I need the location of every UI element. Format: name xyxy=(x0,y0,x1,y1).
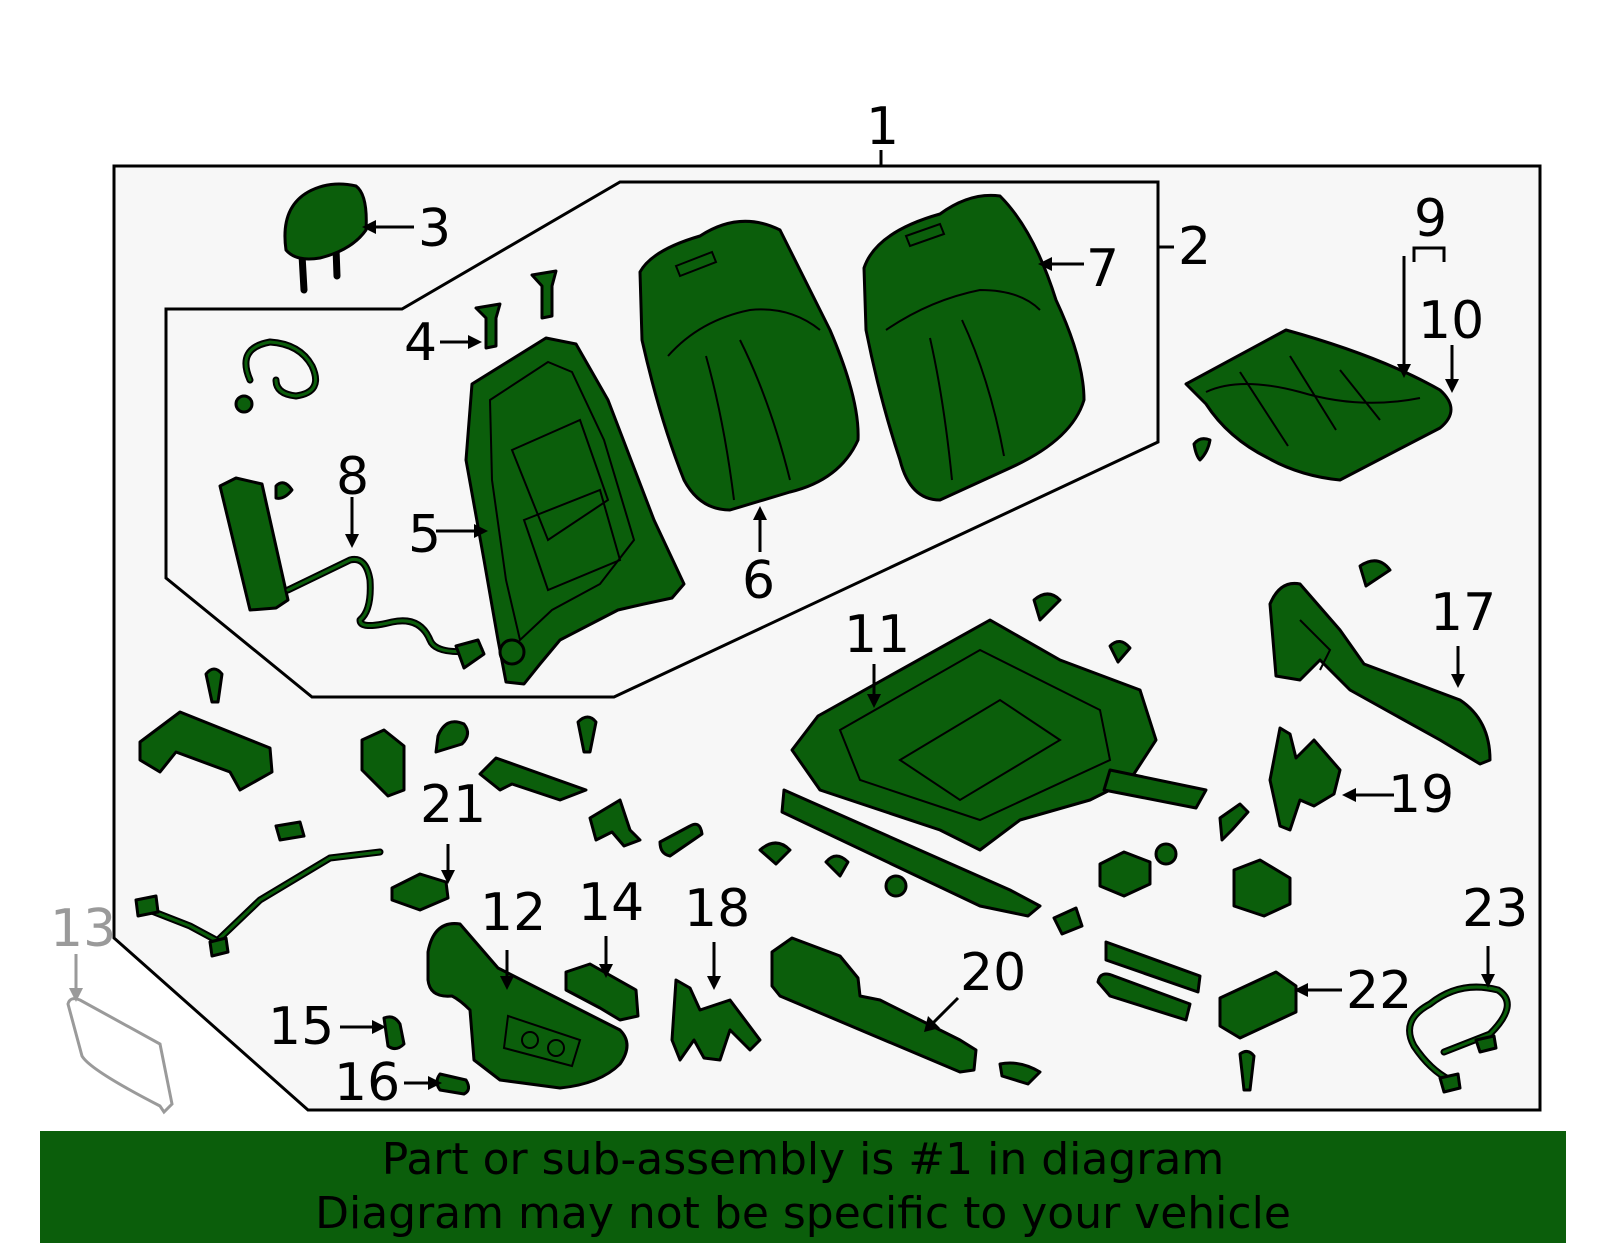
banner-line-2: Diagram may not be specific to your vehi… xyxy=(315,1188,1291,1239)
callout-13: 13 xyxy=(50,899,116,959)
callout-18: 18 xyxy=(684,879,750,939)
callout-4: 4 xyxy=(404,313,437,373)
callout-21: 21 xyxy=(420,775,486,835)
seatback-frame-part[interactable] xyxy=(464,336,686,686)
callout-23: 23 xyxy=(1462,879,1528,939)
outer-side-cover-part[interactable] xyxy=(1268,581,1492,766)
sub-harness-part[interactable] xyxy=(1406,983,1511,1094)
callout-12: 12 xyxy=(480,883,546,943)
cushion-pad-part[interactable] xyxy=(1184,328,1453,482)
callout-5: 5 xyxy=(408,505,441,565)
callout-3: 3 xyxy=(418,199,451,259)
callout-1: 1 xyxy=(866,97,899,157)
connector-part[interactable] xyxy=(390,872,450,912)
wire-harness-part[interactable] xyxy=(218,338,486,670)
switch-part[interactable] xyxy=(564,962,640,1022)
callout-2: 2 xyxy=(1178,217,1211,277)
callout-14: 14 xyxy=(578,873,644,933)
callout-10: 10 xyxy=(1418,291,1484,351)
hardware-parts xyxy=(134,559,1392,1092)
callout-7: 7 xyxy=(1086,239,1119,299)
banner-line-1: Part or sub-assembly is #1 in diagram xyxy=(381,1134,1225,1185)
callout-17: 17 xyxy=(1430,583,1496,643)
seatback-cover-part[interactable] xyxy=(862,193,1086,502)
diagram-disclaimer-banner: Part or sub-assembly is #1 in diagram Di… xyxy=(40,1131,1566,1243)
trim-panel-not-included xyxy=(66,997,174,1115)
callout-8: 8 xyxy=(336,447,369,507)
callout-19: 19 xyxy=(1388,765,1454,825)
seatback-subassembly-box xyxy=(164,180,1160,699)
knob-part[interactable] xyxy=(382,1015,471,1096)
callout-20: 20 xyxy=(960,943,1026,1003)
callout-11: 11 xyxy=(844,605,910,665)
callout-6: 6 xyxy=(742,551,775,611)
rear-bracket-part[interactable] xyxy=(1268,726,1342,832)
bracket-part[interactable] xyxy=(670,978,762,1062)
side-shield-part[interactable] xyxy=(426,922,629,1090)
callout-16: 16 xyxy=(334,1053,400,1113)
seatback-pad-part[interactable] xyxy=(638,219,860,512)
callout-9: 9 xyxy=(1414,189,1447,249)
control-module-part[interactable] xyxy=(1218,970,1298,1040)
headrest-guide-part[interactable] xyxy=(474,269,558,350)
callout-15: 15 xyxy=(268,997,334,1057)
cushion-frame-part[interactable] xyxy=(780,618,1208,918)
headrest-part[interactable] xyxy=(283,182,368,294)
callout-22: 22 xyxy=(1346,961,1412,1021)
inner-shield-part[interactable] xyxy=(770,936,978,1074)
